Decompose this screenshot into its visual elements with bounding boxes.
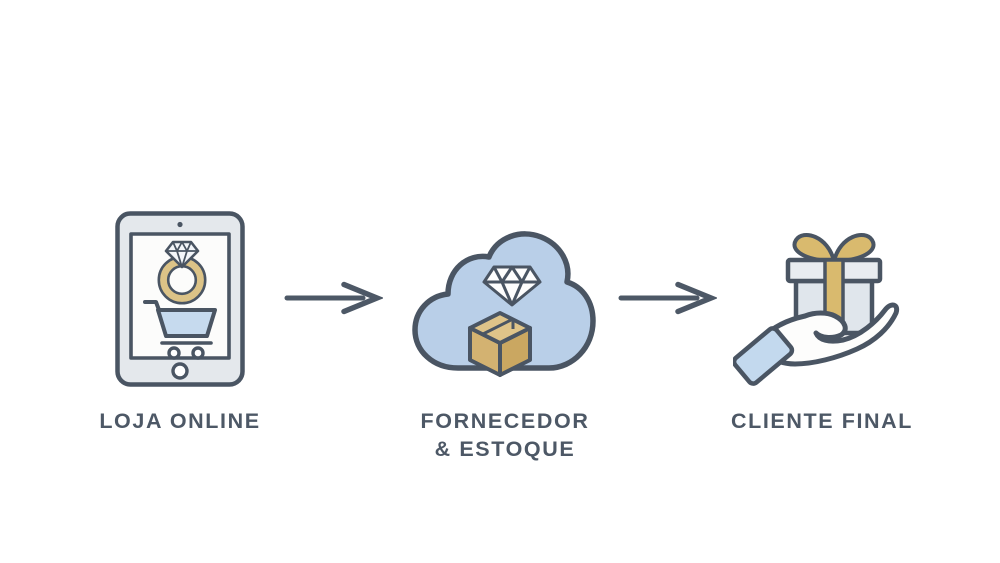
arrow-right-icon: [618, 281, 717, 315]
hand-gift-icon: [733, 233, 900, 386]
tablet-home-button: [171, 362, 189, 380]
stage-label-line: LOJA ONLINE: [99, 409, 261, 433]
stage-label-loja-online: LOJA ONLINE: [30, 407, 330, 435]
stage-label-line: FORNECEDOR: [420, 409, 590, 433]
stage-label-line: & ESTOQUE: [434, 437, 576, 461]
open-hand-shape: [758, 302, 900, 367]
tablet-ring-cart-icon: [115, 211, 245, 387]
tablet-camera-dot: [177, 221, 183, 228]
diamond-icon: [482, 265, 542, 307]
diamond-ring-icon: [157, 240, 207, 305]
stage-label-line: CLIENTE FINAL: [730, 409, 914, 433]
sleeve-cuff: [733, 326, 795, 386]
stage-label-cliente-final: CLIENTE FINAL: [672, 407, 972, 435]
parcel-box-icon: [468, 311, 532, 377]
arrow-right-icon: [284, 281, 383, 315]
stage-label-fornecedor-estoque: FORNECEDOR & ESTOQUE: [355, 407, 655, 463]
cloud-shape: [412, 231, 596, 371]
shopping-cart-icon: [143, 300, 217, 360]
cloud-diamond-box-icon: [412, 231, 596, 377]
